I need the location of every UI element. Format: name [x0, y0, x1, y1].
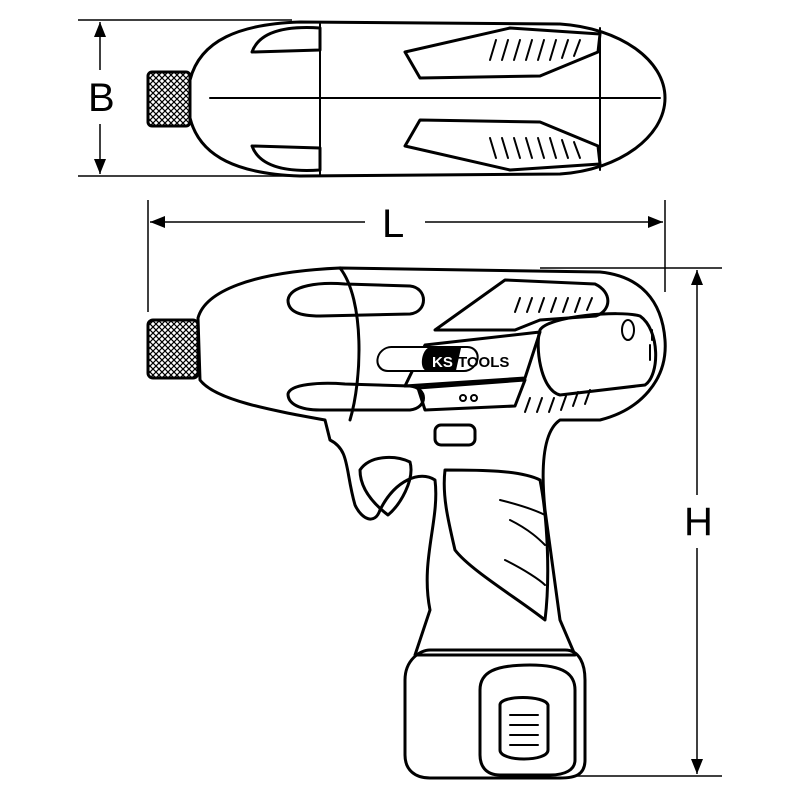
dimension-label-b: B — [84, 78, 119, 118]
dimension-b — [78, 19, 292, 177]
logo-tools: TOOLS — [458, 354, 509, 371]
dimension-label-h: H — [680, 502, 717, 542]
ks-tools-logo: KS TOOLS — [376, 346, 509, 372]
dimension-l — [147, 200, 666, 312]
dimension-label-l: L — [378, 204, 409, 244]
top-view — [146, 20, 667, 178]
logo-ks: KS — [432, 354, 453, 371]
dimension-h — [540, 267, 722, 777]
side-view — [146, 266, 667, 780]
